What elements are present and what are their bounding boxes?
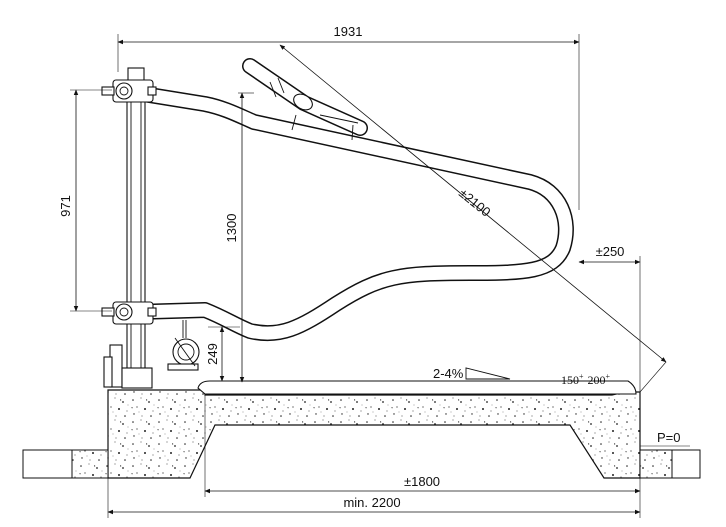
dimension-2100-label: ±2100	[456, 185, 493, 219]
svg-text:150+-200+: 150+-200+	[561, 372, 611, 387]
dimension-1800: ±1800	[204, 395, 641, 518]
slope-indicator: 2-4%	[433, 366, 511, 381]
level-marker: P=0	[640, 430, 690, 447]
dimension-2200-label: min. 2200	[343, 495, 400, 510]
dimension-2200: min. 2200	[107, 478, 641, 518]
dimension-1800-label: ±1800	[404, 474, 440, 489]
concrete-foundation	[107, 389, 641, 479]
vertical-post	[103, 94, 153, 389]
upper-clamp	[101, 67, 157, 103]
dimension-249: 249	[205, 326, 240, 382]
dimension-971-label: 971	[58, 195, 73, 217]
pipe-bracket	[167, 320, 200, 371]
ground-right	[639, 449, 701, 479]
dimension-2100: ±2100	[279, 44, 667, 363]
step-offset-mid: -200	[584, 373, 606, 387]
step-offset-sup1: +	[579, 372, 584, 381]
level-label: P=0	[657, 430, 681, 445]
dimension-971: 971	[58, 89, 112, 312]
dimension-1300-label: 1300	[224, 214, 239, 243]
lower-clamp	[101, 301, 157, 325]
slope-label: 2-4%	[433, 366, 464, 381]
dimension-249-label: 249	[205, 343, 220, 365]
dimension-1300: 1300	[224, 92, 254, 383]
step-offset-label: 150+-200+	[561, 372, 611, 387]
step-offset-base: 150	[561, 373, 579, 387]
dimension-1931-label: 1931	[334, 24, 363, 39]
deck-plate	[197, 380, 637, 395]
dimension-250: ±250	[578, 244, 641, 392]
leader-line-step	[639, 361, 667, 393]
step-offset-sup2: +	[606, 372, 611, 381]
dimension-250-label: ±250	[596, 244, 625, 259]
ground-left	[22, 449, 109, 479]
